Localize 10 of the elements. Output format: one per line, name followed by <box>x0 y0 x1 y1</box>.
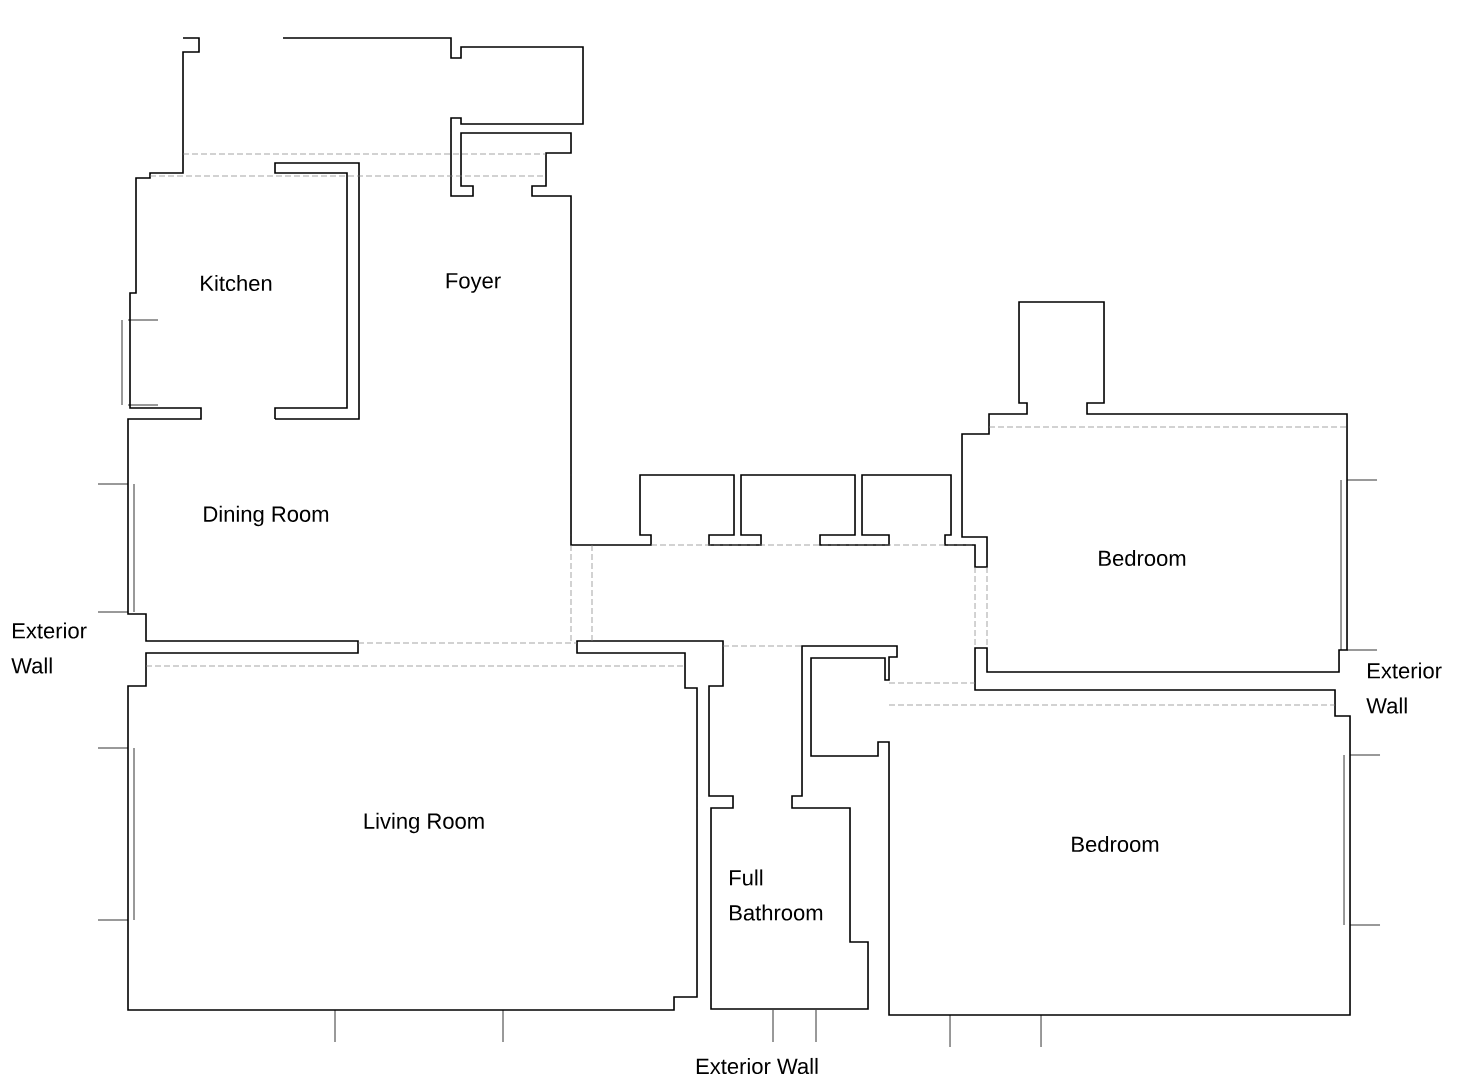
wall-label: Exterior Wall <box>696 1057 818 1075</box>
room-label: Kitchen <box>201 274 272 292</box>
room-label: Foyer <box>446 273 501 293</box>
room-label: Dining Room <box>204 505 329 527</box>
room-label: Full Bathroom <box>730 869 823 921</box>
wall-label: Exterior Wall <box>11 622 87 674</box>
room-label: Living Room <box>364 812 484 834</box>
room-label: Bedroom <box>1072 835 1159 853</box>
wall-label: Exterior Wall <box>1366 662 1442 714</box>
room-label: Bedroom <box>1099 549 1186 567</box>
